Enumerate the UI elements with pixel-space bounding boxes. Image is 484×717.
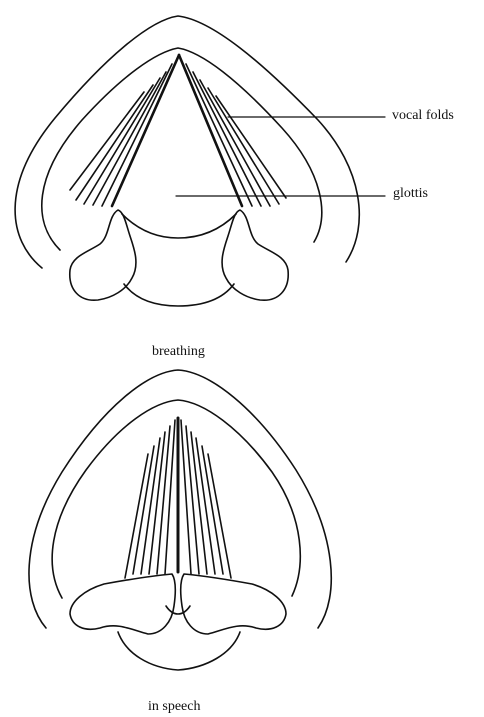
speech-left-vocal-fold	[125, 420, 175, 578]
speech-right-arytenoid	[181, 574, 286, 634]
glottis-label: glottis	[393, 187, 428, 201]
breathing-posterior-curve	[122, 214, 236, 238]
breathing-inner-arch	[42, 48, 322, 250]
breathing-caption: breathing	[152, 345, 205, 359]
speech-larynx	[29, 370, 331, 670]
vocal-folds-label: vocal folds	[392, 109, 454, 123]
speech-cricoid-arc	[118, 632, 240, 670]
speech-right-vocal-fold	[181, 420, 231, 578]
breathing-cricoid-arc	[124, 284, 234, 306]
speech-inner-arch	[52, 400, 300, 598]
speech-posterior-curve	[166, 606, 190, 614]
in-speech-caption: in speech	[148, 700, 200, 714]
speech-left-arytenoid	[70, 574, 175, 634]
breathing-right-vocal-fold	[179, 55, 286, 206]
breathing-larynx	[15, 16, 385, 306]
breathing-outer-arch	[15, 16, 359, 268]
